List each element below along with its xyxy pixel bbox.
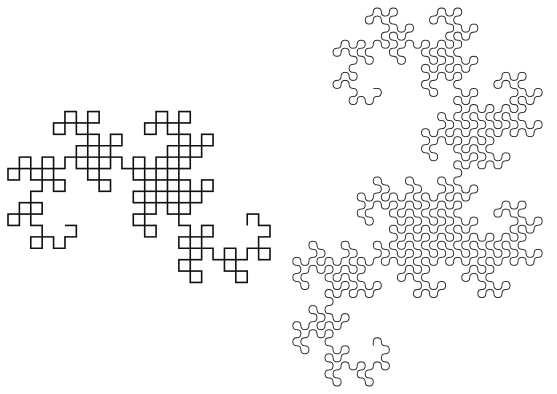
rounded-dragon-curve-panel (278, 0, 557, 394)
rounded-dragon-curve-path (293, 8, 542, 386)
dragon-curve-path (8, 112, 270, 283)
square-dragon-curve-panel (0, 0, 278, 394)
rounded-dragon-curve (278, 0, 557, 394)
square-dragon-curve (0, 0, 278, 394)
